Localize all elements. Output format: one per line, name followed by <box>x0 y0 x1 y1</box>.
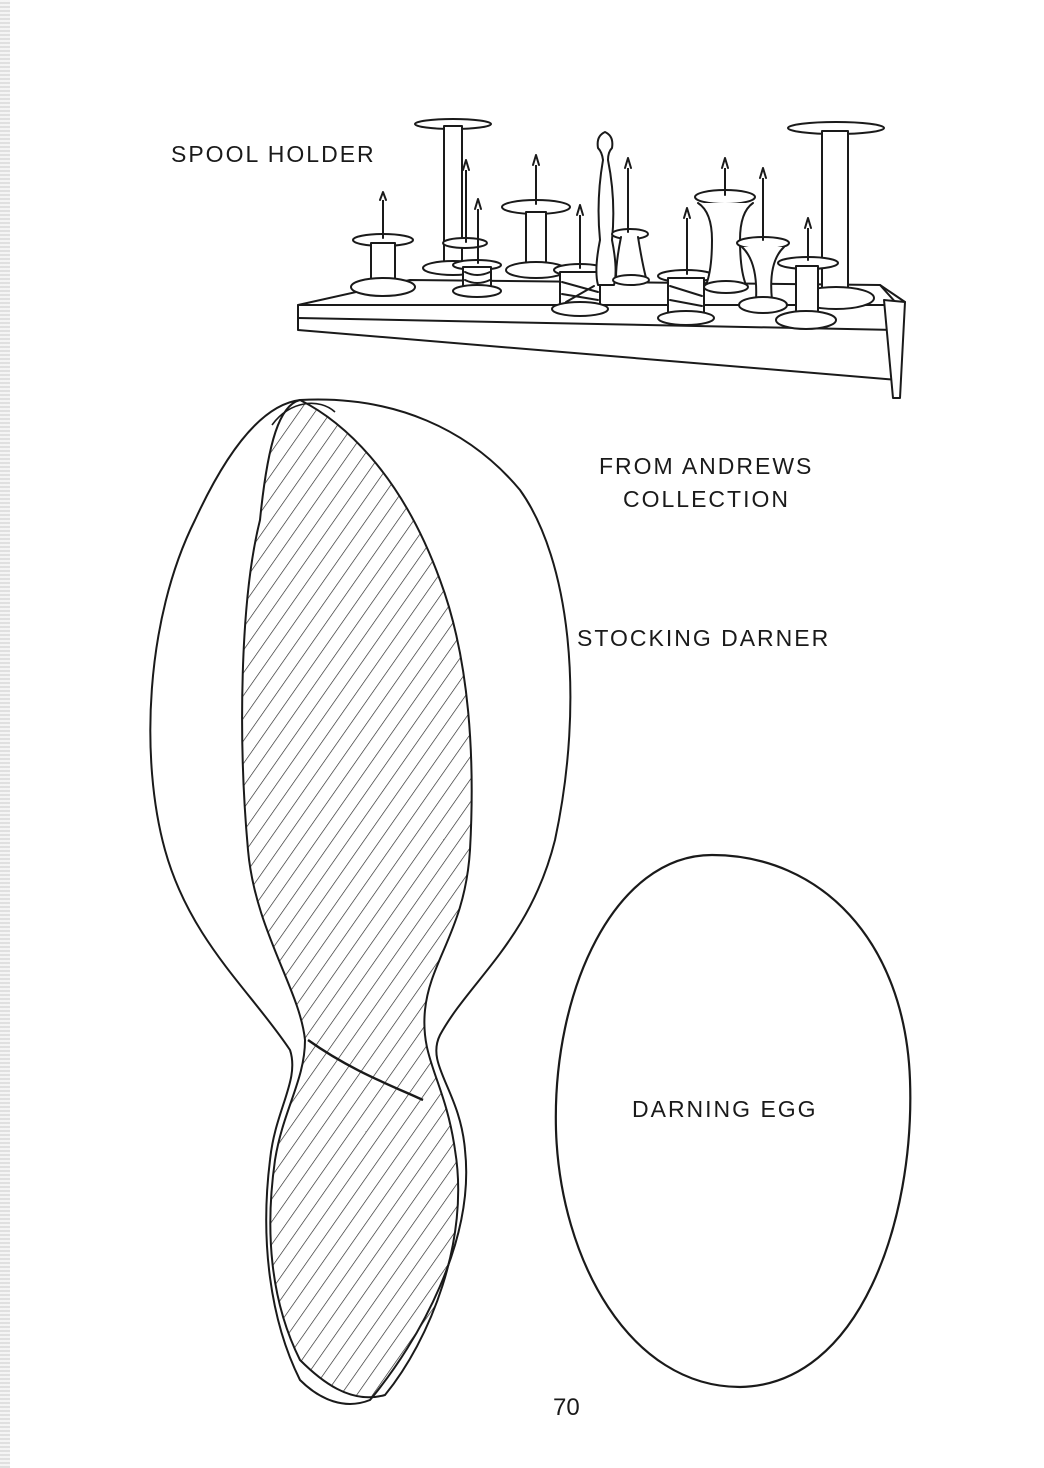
page-number: 70 <box>553 1392 580 1424</box>
stocking-darner-drawing <box>150 400 570 1404</box>
from-andrews-label-line1: FROM ANDREWS <box>599 450 813 482</box>
from-andrews-label-line2: COLLECTION <box>623 483 790 515</box>
spool-holder-drawing <box>298 119 905 398</box>
darning-egg-label: DARNING EGG <box>632 1093 818 1125</box>
spool-holder-label: SPOOL HOLDER <box>171 138 376 170</box>
stocking-darner-label: STOCKING DARNER <box>577 622 830 654</box>
